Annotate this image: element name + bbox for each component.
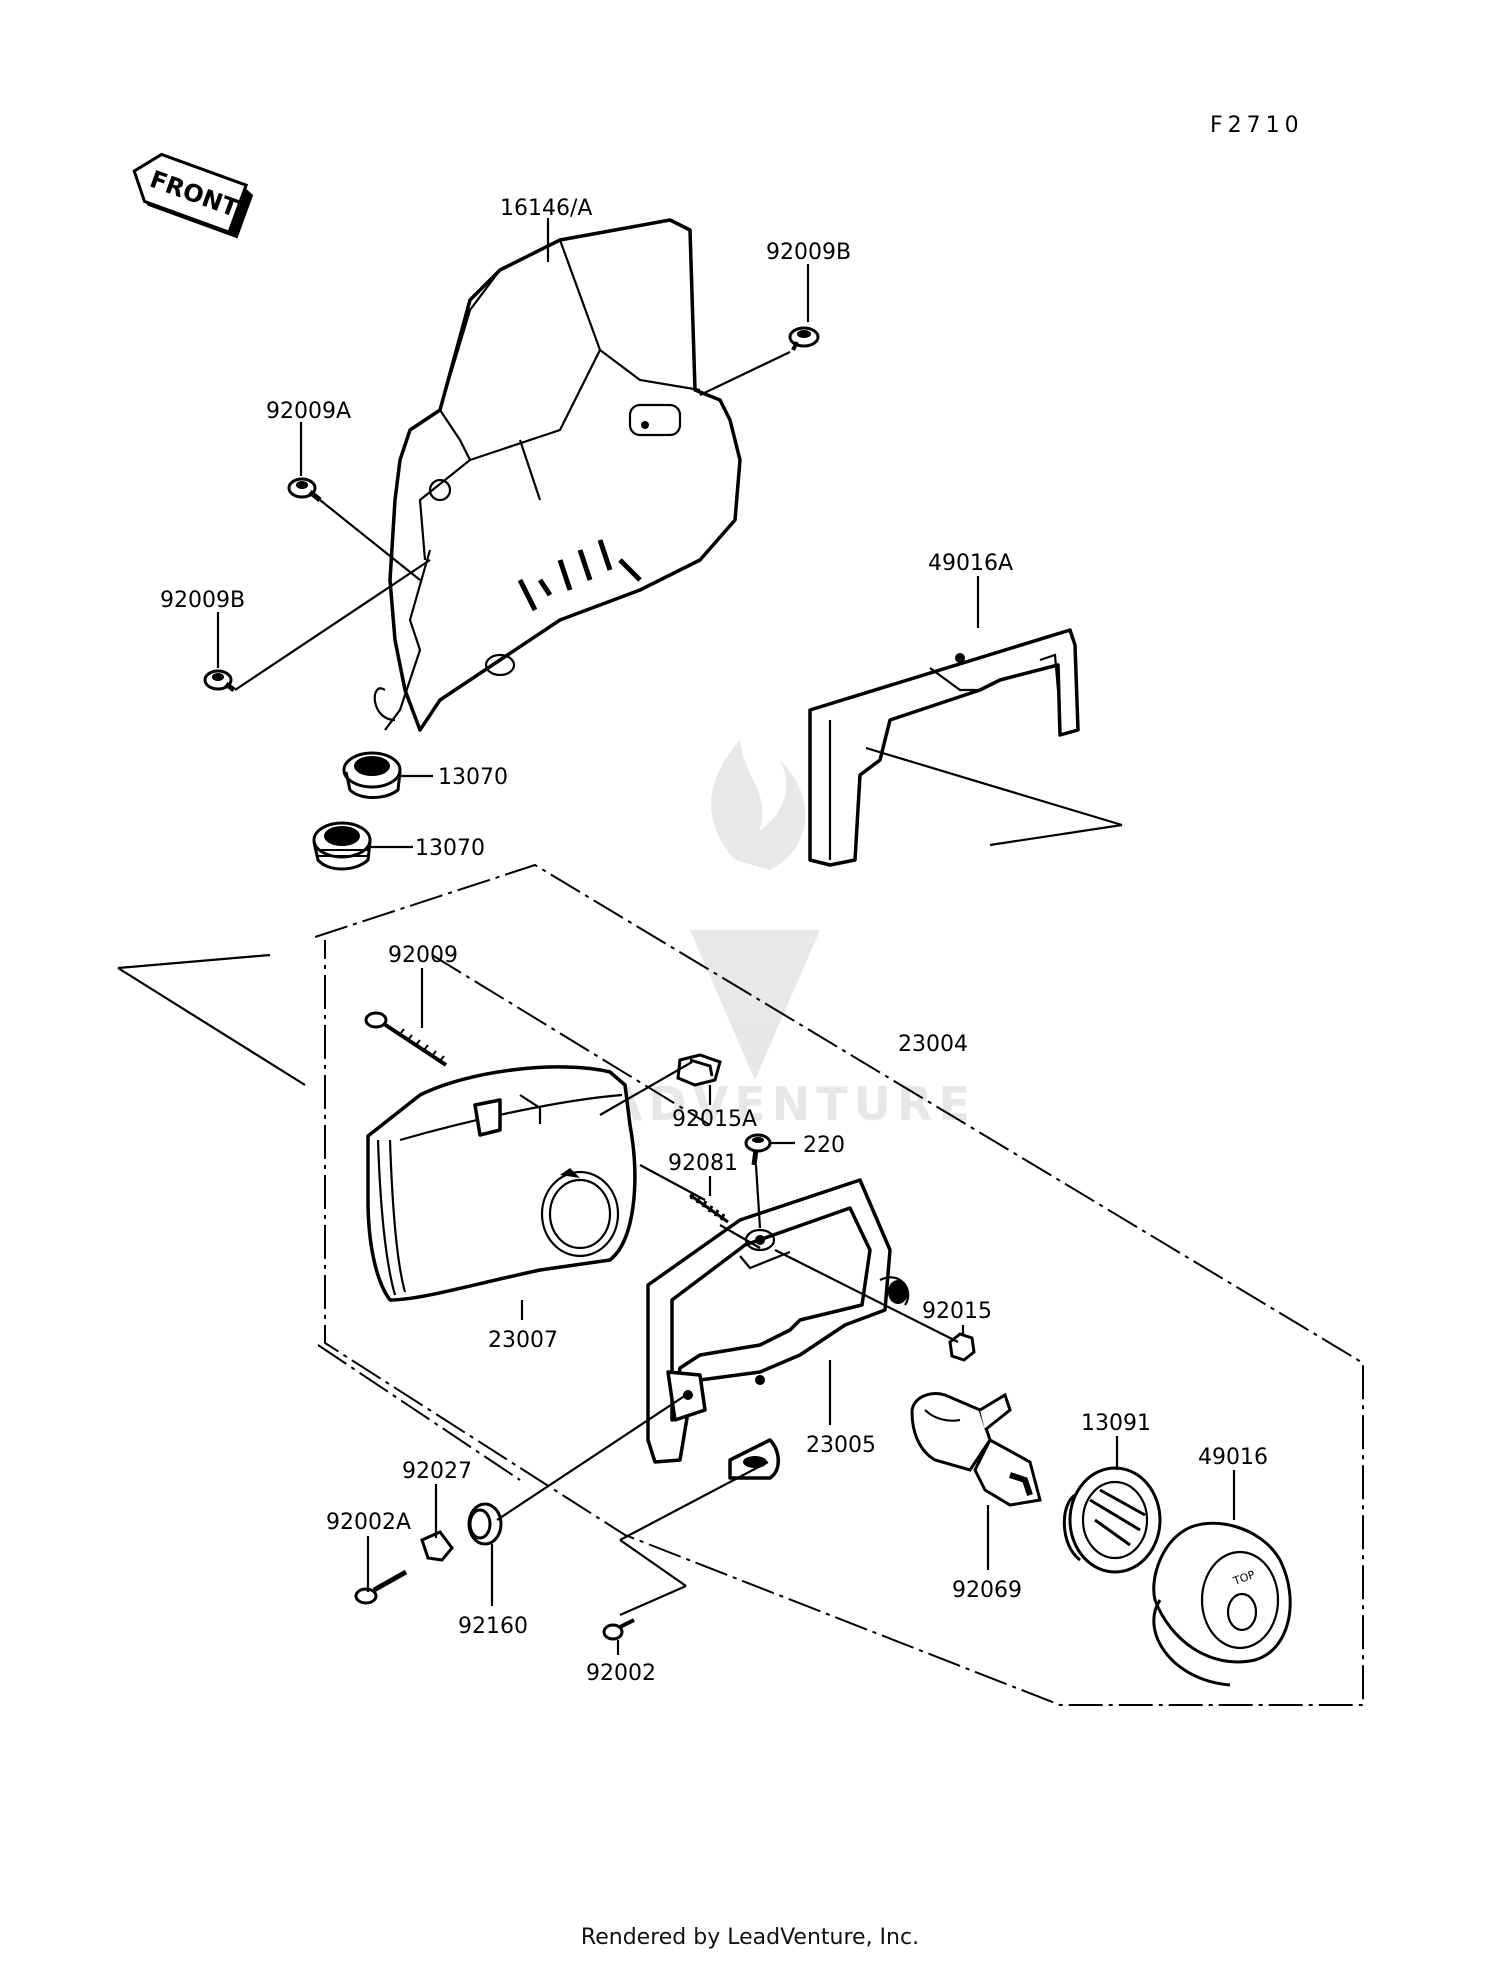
callout-labels: 16146/A 92009B 92009A 92009B 49016A 1307… — [160, 196, 1268, 1686]
bracket-49016a-part — [808, 628, 1080, 867]
label-23007: 23007 — [488, 1328, 558, 1353]
label-49016a: 49016A — [928, 551, 1013, 576]
nut-92015-icon — [948, 1332, 976, 1362]
front-arrow-icon: FRONT — [132, 152, 254, 239]
figure-code: F2710 — [1210, 113, 1304, 138]
bulb-92069-icon — [910, 1392, 1042, 1507]
label-92009a: 92009A — [266, 399, 351, 424]
dust-cover-49016-icon: TOP — [1152, 1521, 1292, 1687]
label-92015: 92015 — [922, 1299, 992, 1324]
label-13070-a: 13070 — [438, 765, 508, 790]
bolt-92002a-icon — [354, 1569, 408, 1605]
footer-credit: Rendered by LeadVenture, Inc. — [580, 1925, 920, 1950]
grommet-13070-a-icon — [342, 751, 402, 799]
label-23004: 23004 — [898, 1032, 968, 1057]
screw-220-icon — [744, 1133, 772, 1166]
label-92160: 92160 — [458, 1614, 528, 1639]
label-23005: 23005 — [806, 1433, 876, 1458]
bolt-92009b-left-icon — [203, 669, 236, 692]
assembly-outline — [314, 863, 1364, 1706]
socket-13091-icon — [1062, 1466, 1162, 1574]
label-13091: 13091 — [1081, 1411, 1151, 1436]
headlight-unit-part — [366, 1065, 637, 1302]
label-92009: 92009 — [388, 943, 458, 968]
label-92002a: 92002A — [326, 1510, 411, 1535]
label-92015a: 92015A — [672, 1107, 757, 1132]
label-92009b-left: 92009B — [160, 588, 245, 613]
label-92002: 92002 — [586, 1661, 656, 1686]
label-49016: 49016 — [1198, 1445, 1268, 1470]
label-220: 220 — [803, 1133, 845, 1158]
screw-92002-icon — [602, 1618, 635, 1641]
damper-92160-icon — [467, 1502, 503, 1546]
screw-92009-icon — [364, 1011, 448, 1067]
bolt-92009a-icon — [287, 477, 322, 502]
label-13070-b: 13070 — [415, 836, 485, 861]
leader-lines — [117, 218, 1236, 1655]
label-92069: 92069 — [952, 1578, 1022, 1603]
headlight-cover-part — [373, 218, 742, 732]
adjuster-screw-92081-icon — [689, 1192, 729, 1224]
label-92009b-top: 92009B — [766, 240, 851, 265]
clip-92015a-icon — [676, 1053, 722, 1087]
label-92027: 92027 — [402, 1459, 472, 1484]
bolt-92009b-top-icon — [788, 326, 820, 351]
grommet-13070-b-icon — [312, 821, 372, 871]
label-16146a: 16146/A — [500, 196, 592, 221]
label-92081: 92081 — [668, 1151, 738, 1176]
